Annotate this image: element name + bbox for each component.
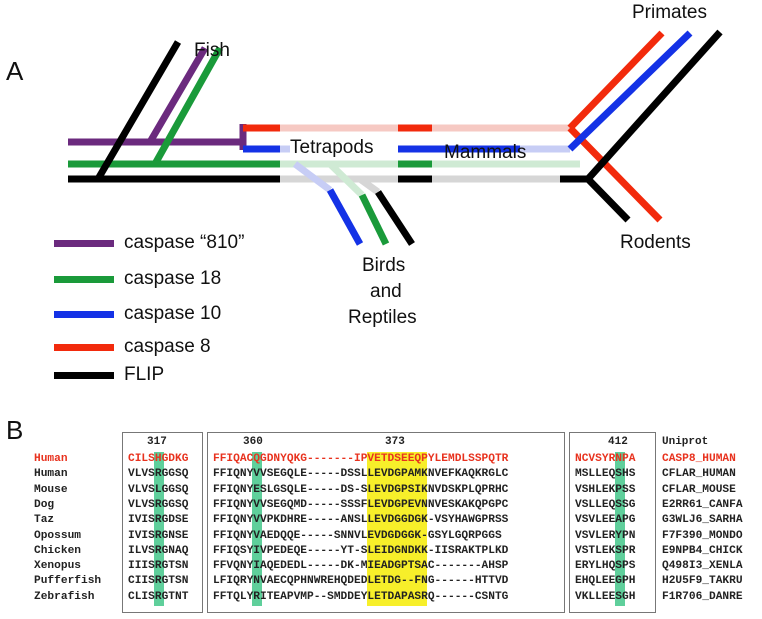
alignment-uniprot: F1R706_DANRE — [662, 590, 743, 603]
alignment-box-360-373 — [207, 432, 565, 613]
tree-faded-segments — [280, 124, 580, 198]
position-number-360: 360 — [243, 436, 263, 448]
legend-swatch — [54, 343, 114, 351]
alignment-seq1: IVISRGNSE — [128, 529, 189, 542]
legend-item-caspase-8: caspase 8 — [54, 336, 211, 358]
legend-label: caspase “810” — [124, 232, 245, 253]
alignment-seq1: VLVSLGGSQ — [128, 483, 189, 496]
alignment-species: Pufferfish — [34, 575, 102, 588]
alignment-seq3: VSLLEQSSG — [575, 498, 636, 511]
clade-label-tetrapods: Tetrapods — [290, 137, 374, 158]
alignment-seq2: FFIQNYESLGSQLE-----DS-SLEVDGPSIKNVDSKPLQ… — [213, 483, 509, 496]
legend-label: caspase 8 — [124, 336, 211, 357]
clade-label-rodents: Rodents — [620, 232, 691, 253]
conserved-column-317 — [154, 452, 164, 606]
alignment-species: Human — [34, 453, 68, 465]
legend-swatch — [54, 371, 114, 379]
legend-item-caspase-810: caspase “810” — [54, 232, 244, 254]
panel-a-label: A — [6, 56, 24, 86]
alignment-seq1: VLVSRGGSQ — [128, 498, 189, 511]
alignment-seq2: FFIQACQGDNYQKG-------IPVETDSEEQPYLEMDLSS… — [213, 453, 509, 465]
alignment-uniprot: E2RR61_CANFA — [662, 498, 743, 511]
alignment-species: Human — [34, 468, 68, 481]
clade-label-and: and — [370, 281, 402, 302]
alignment-seq2: LFIQRYNVAECQPHNWREHQDEDLETDG--FNG------H… — [213, 575, 509, 588]
position-number-373: 373 — [385, 436, 405, 448]
alignment-uniprot: E9NPB4_CHICK — [662, 544, 743, 557]
alignment-seq2: FFIQSYIVPEDEQE-----YT-SLEIDGNDKK-IISRAKT… — [213, 544, 509, 557]
alignment-species: Chicken — [34, 544, 81, 557]
legend-item-caspase-10: caspase 10 — [54, 303, 221, 325]
alignment-seq1: CLISRGTNT — [128, 590, 189, 603]
clade-label-primates: Primates — [632, 2, 707, 23]
alignment-uniprot: CASP8_HUMAN — [662, 453, 736, 465]
alignment-seq2: FFVQNYIAQEDEDL-----DK-MIEADGPTSAC-------… — [213, 560, 509, 573]
alignment-species: Xenopus — [34, 560, 81, 573]
alignment-seq1: IVISRGDSE — [128, 514, 189, 527]
alignment-seq3: VSHLEKPSS — [575, 483, 636, 496]
alignment-species: Opossum — [34, 529, 81, 542]
alignment-seq3: VKLLEESGH — [575, 590, 636, 603]
alignment-uniprot: Q498I3_XENLA — [662, 560, 743, 573]
position-number-412: 412 — [608, 436, 628, 448]
alignment-seq1: ILVSRGNAQ — [128, 544, 189, 557]
alignment-seq3: MSLLEQSHS — [575, 468, 636, 481]
phylogenetic-tree — [68, 29, 723, 246]
alignment-seq2: FFIQNYVAEDQQE-----SNNVLEVDGDGGK-GSYLGQRP… — [213, 529, 502, 542]
clade-label-mammals: Mammals — [444, 142, 527, 163]
alignment-species: Mouse — [34, 483, 68, 496]
clade-label-fish: Fish — [194, 40, 230, 61]
tree-branches — [68, 29, 723, 246]
alignment-seq3: VSTLEKSPR — [575, 544, 636, 557]
legend-label: FLIP — [124, 364, 165, 385]
legend-item-caspase-18: caspase 18 — [54, 268, 221, 290]
legend-label: caspase 10 — [124, 303, 222, 324]
position-number-317: 317 — [147, 436, 167, 448]
alignment-species: Zebrafish — [34, 590, 95, 603]
alignment-species: Taz — [34, 514, 55, 527]
conserved-column-360 — [252, 452, 262, 606]
alignment-uniprot: G3WLJ6_SARHA — [662, 514, 743, 527]
alignment-seq3: ERYLHQSPS — [575, 560, 636, 573]
clade-label-birds: Birds — [362, 255, 406, 276]
clade-label-reptiles: Reptiles — [348, 307, 417, 328]
motif-highlight-373 — [367, 452, 427, 606]
alignment-species: Dog — [34, 498, 55, 511]
legend-swatch — [54, 239, 114, 247]
legend-item-flip: FLIP — [54, 364, 164, 386]
alignment-uniprot: CFLAR_MOUSE — [662, 483, 736, 496]
legend-swatch — [54, 275, 114, 283]
legend-swatch — [54, 310, 114, 318]
alignment-seq3: VSVLERYPN — [575, 529, 636, 542]
alignment-seq1: CIISRGTSN — [128, 575, 189, 588]
alignment-seq1: CILSHGDKG — [128, 453, 189, 465]
alignment-uniprot: H2U5F9_TAKRU — [662, 575, 743, 588]
alignment-seq2: FFIQNYVVSEGQLE-----DSSLLEVDGPAMKNVEFKAQK… — [213, 468, 509, 481]
alignment-box-412 — [569, 432, 656, 613]
legend-label: caspase 18 — [124, 268, 222, 289]
alignment-seq3: NCVSYRNPA — [575, 453, 636, 465]
uniprot-header: Uniprot — [662, 436, 709, 448]
alignment-seq2: FFTQLYRITEAPVMP--SMDDEYLETDAPASRQ------C… — [213, 590, 509, 603]
alignment-seq1: IIISRGTSN — [128, 560, 189, 573]
alignment-seq3: VSVLEEAPG — [575, 514, 636, 527]
alignment-seq2: FFIQNYVVPKDHRE-----ANSLLEVDGGDGK-VSYHAWG… — [213, 514, 509, 527]
conserved-column-412 — [615, 452, 625, 606]
alignment-seq3: EHQLEEGPH — [575, 575, 636, 588]
alignment-seq2: FFIQNYVVSEGQMD-----SSSFLEVDGPEVNNVESKAKQ… — [213, 498, 509, 511]
panel-b-label: B — [6, 415, 24, 445]
alignment-uniprot: F7F390_MONDO — [662, 529, 743, 542]
alignment-seq1: VLVSRGGSQ — [128, 468, 189, 481]
alignment-uniprot: CFLAR_HUMAN — [662, 468, 736, 481]
alignment-box-317 — [122, 432, 203, 613]
